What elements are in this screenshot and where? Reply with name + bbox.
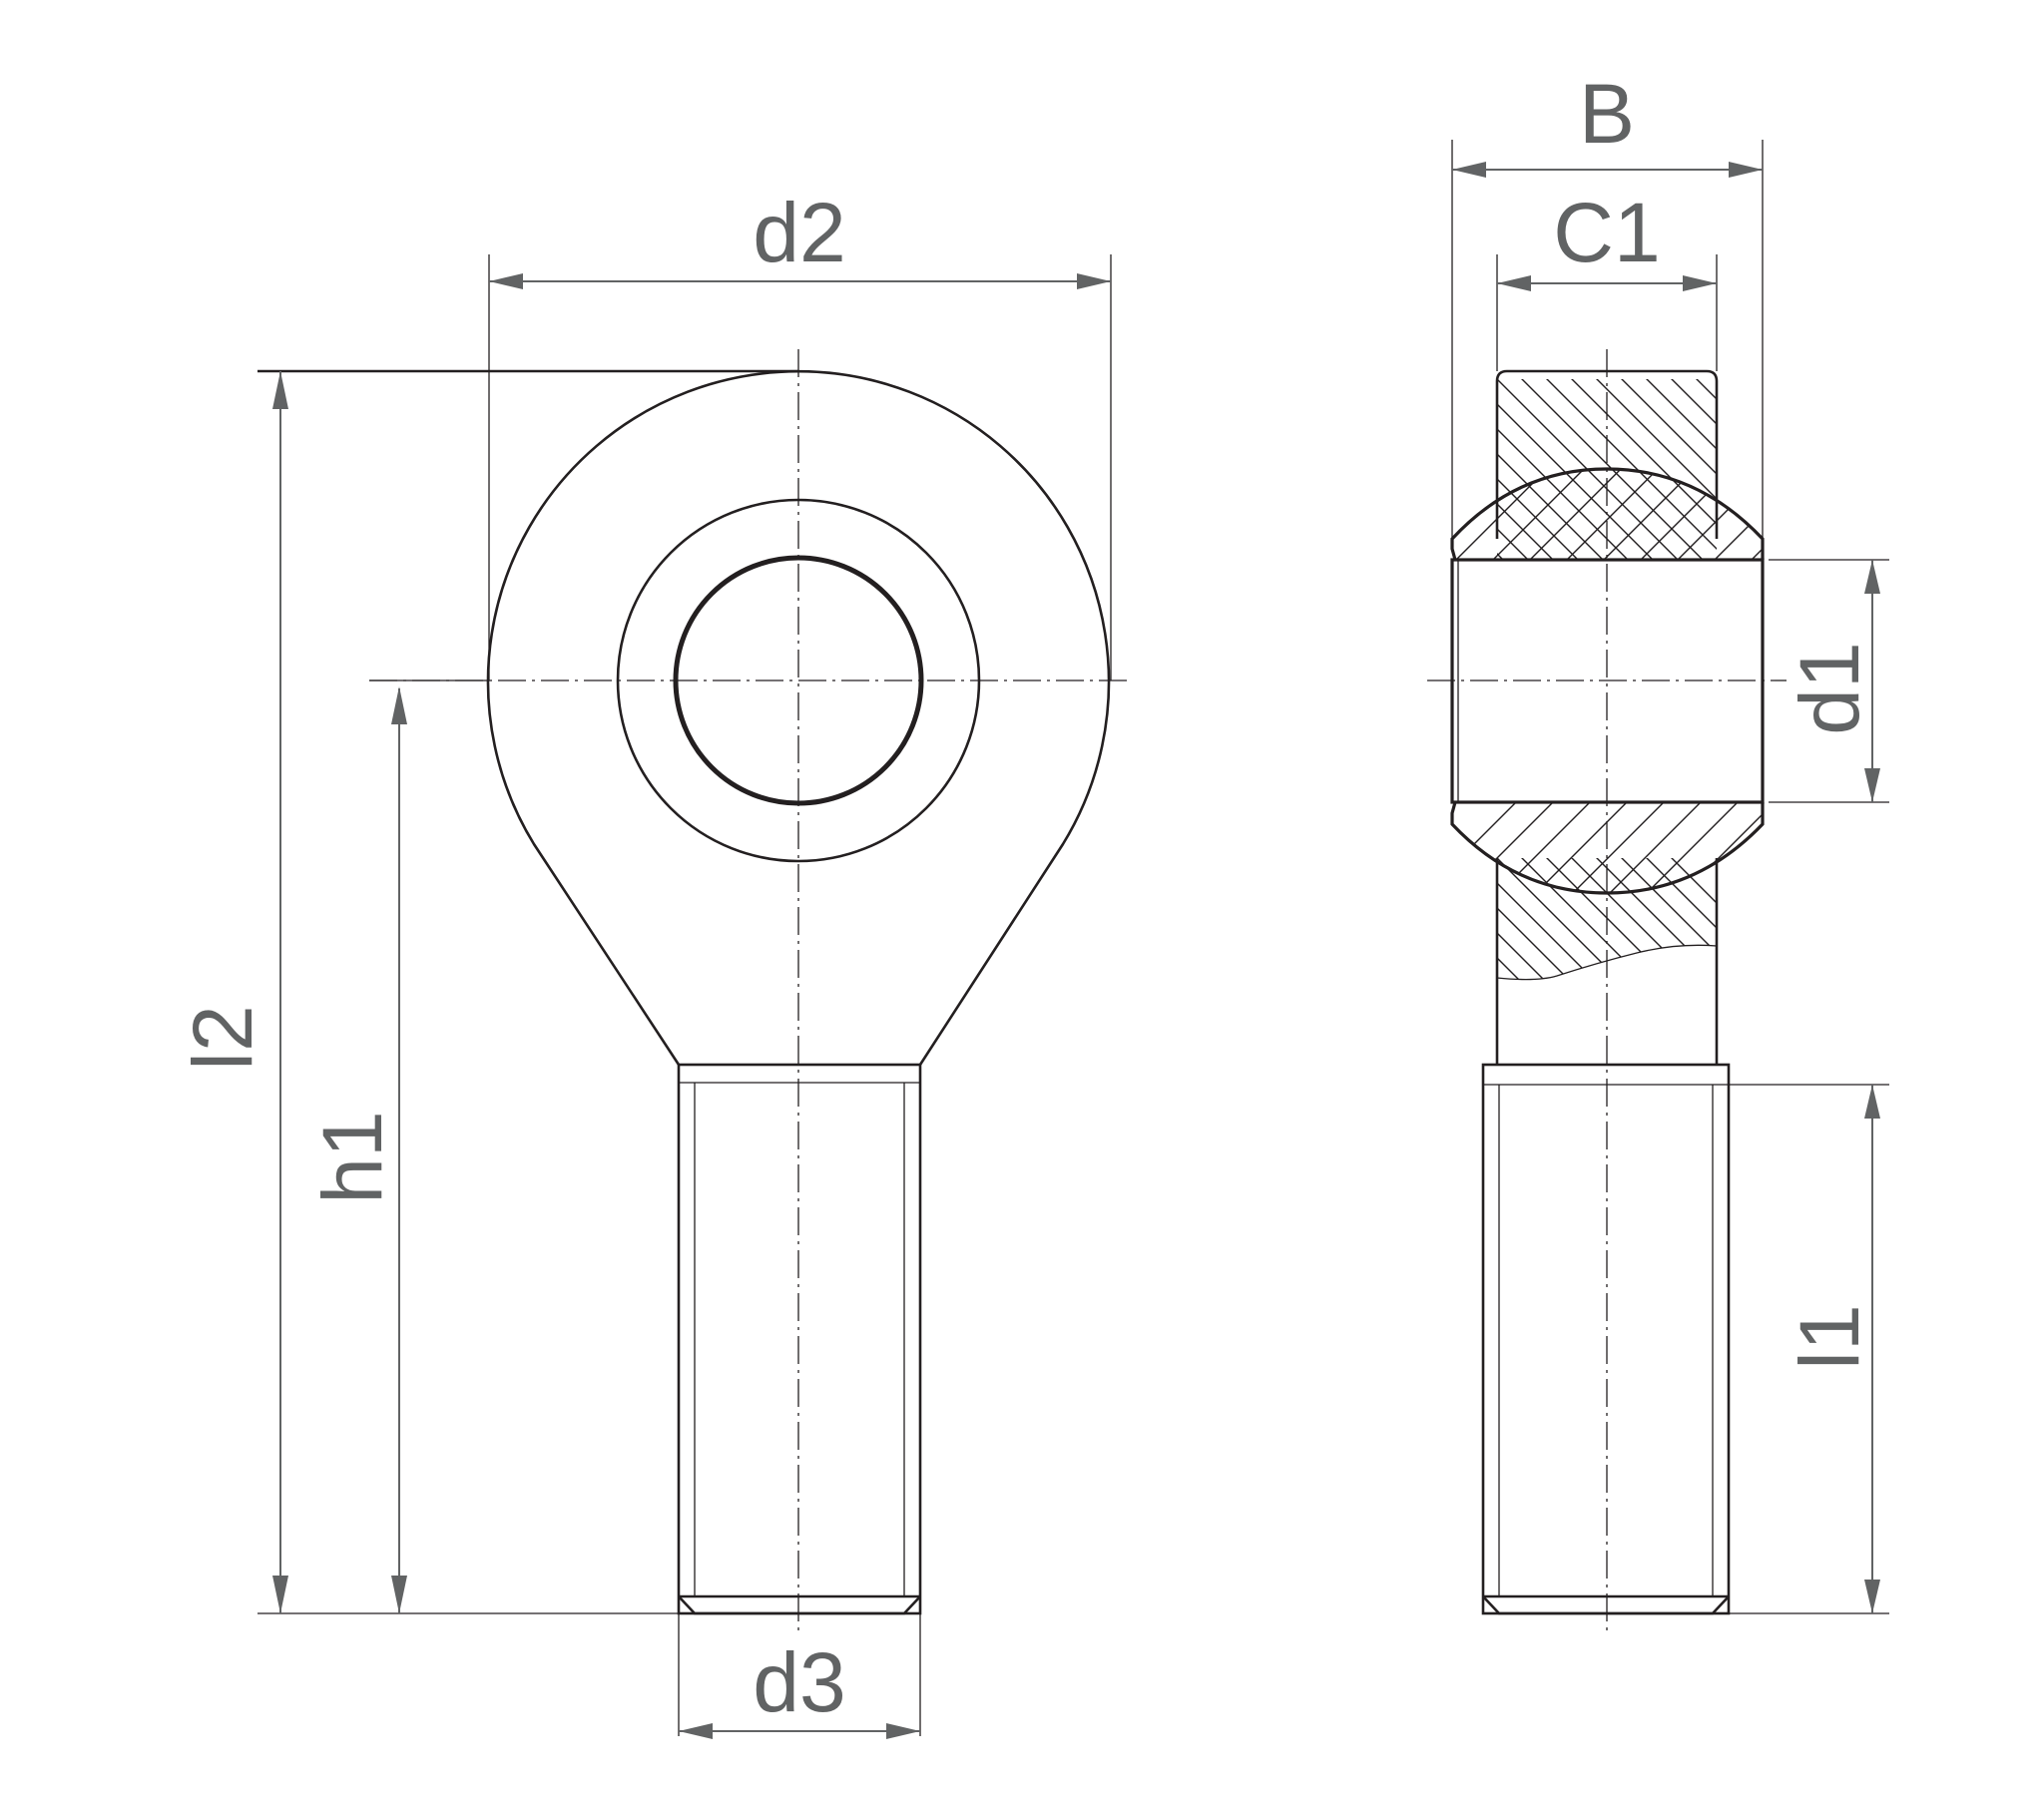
side-section-view: B C1 d1 l1 xyxy=(1427,67,1889,1636)
bore-section xyxy=(1450,558,1765,804)
dimension-B: B xyxy=(1451,67,1764,539)
housing-hatch-top xyxy=(1497,379,1717,559)
label-C1: C1 xyxy=(1553,186,1660,279)
ball-outline xyxy=(1450,467,1765,561)
dimension-C1: C1 xyxy=(1496,186,1718,371)
ball-outer-ring xyxy=(616,498,981,863)
label-d1: d1 xyxy=(1783,642,1876,734)
label-B: B xyxy=(1579,67,1635,161)
dimension-d3: d3 xyxy=(679,1635,920,1739)
housing-hatch-bottom xyxy=(1497,858,1717,980)
housing-outline xyxy=(1495,369,1719,539)
dimension-d2: d2 xyxy=(488,186,1112,680)
dimension-d1: d1 xyxy=(1769,559,1889,803)
threaded-shank xyxy=(677,1063,922,1736)
bore-circle xyxy=(673,555,924,806)
label-l1: l1 xyxy=(1783,1304,1876,1369)
dimension-l1: l1 xyxy=(1717,1084,1889,1614)
dimension-h1: h1 xyxy=(305,679,489,1613)
dimension-l2: l2 xyxy=(176,369,798,1614)
label-l2: l2 xyxy=(176,1005,269,1070)
side-threaded-shank xyxy=(1481,1063,1731,1615)
label-h1: h1 xyxy=(305,1111,399,1203)
label-d3: d3 xyxy=(753,1635,845,1729)
break-line xyxy=(1496,944,1718,981)
front-view: d2 l2 h1 d3 xyxy=(176,186,1133,1739)
ball-hatch-bottom xyxy=(1452,802,1763,893)
label-d2: d2 xyxy=(753,186,845,279)
